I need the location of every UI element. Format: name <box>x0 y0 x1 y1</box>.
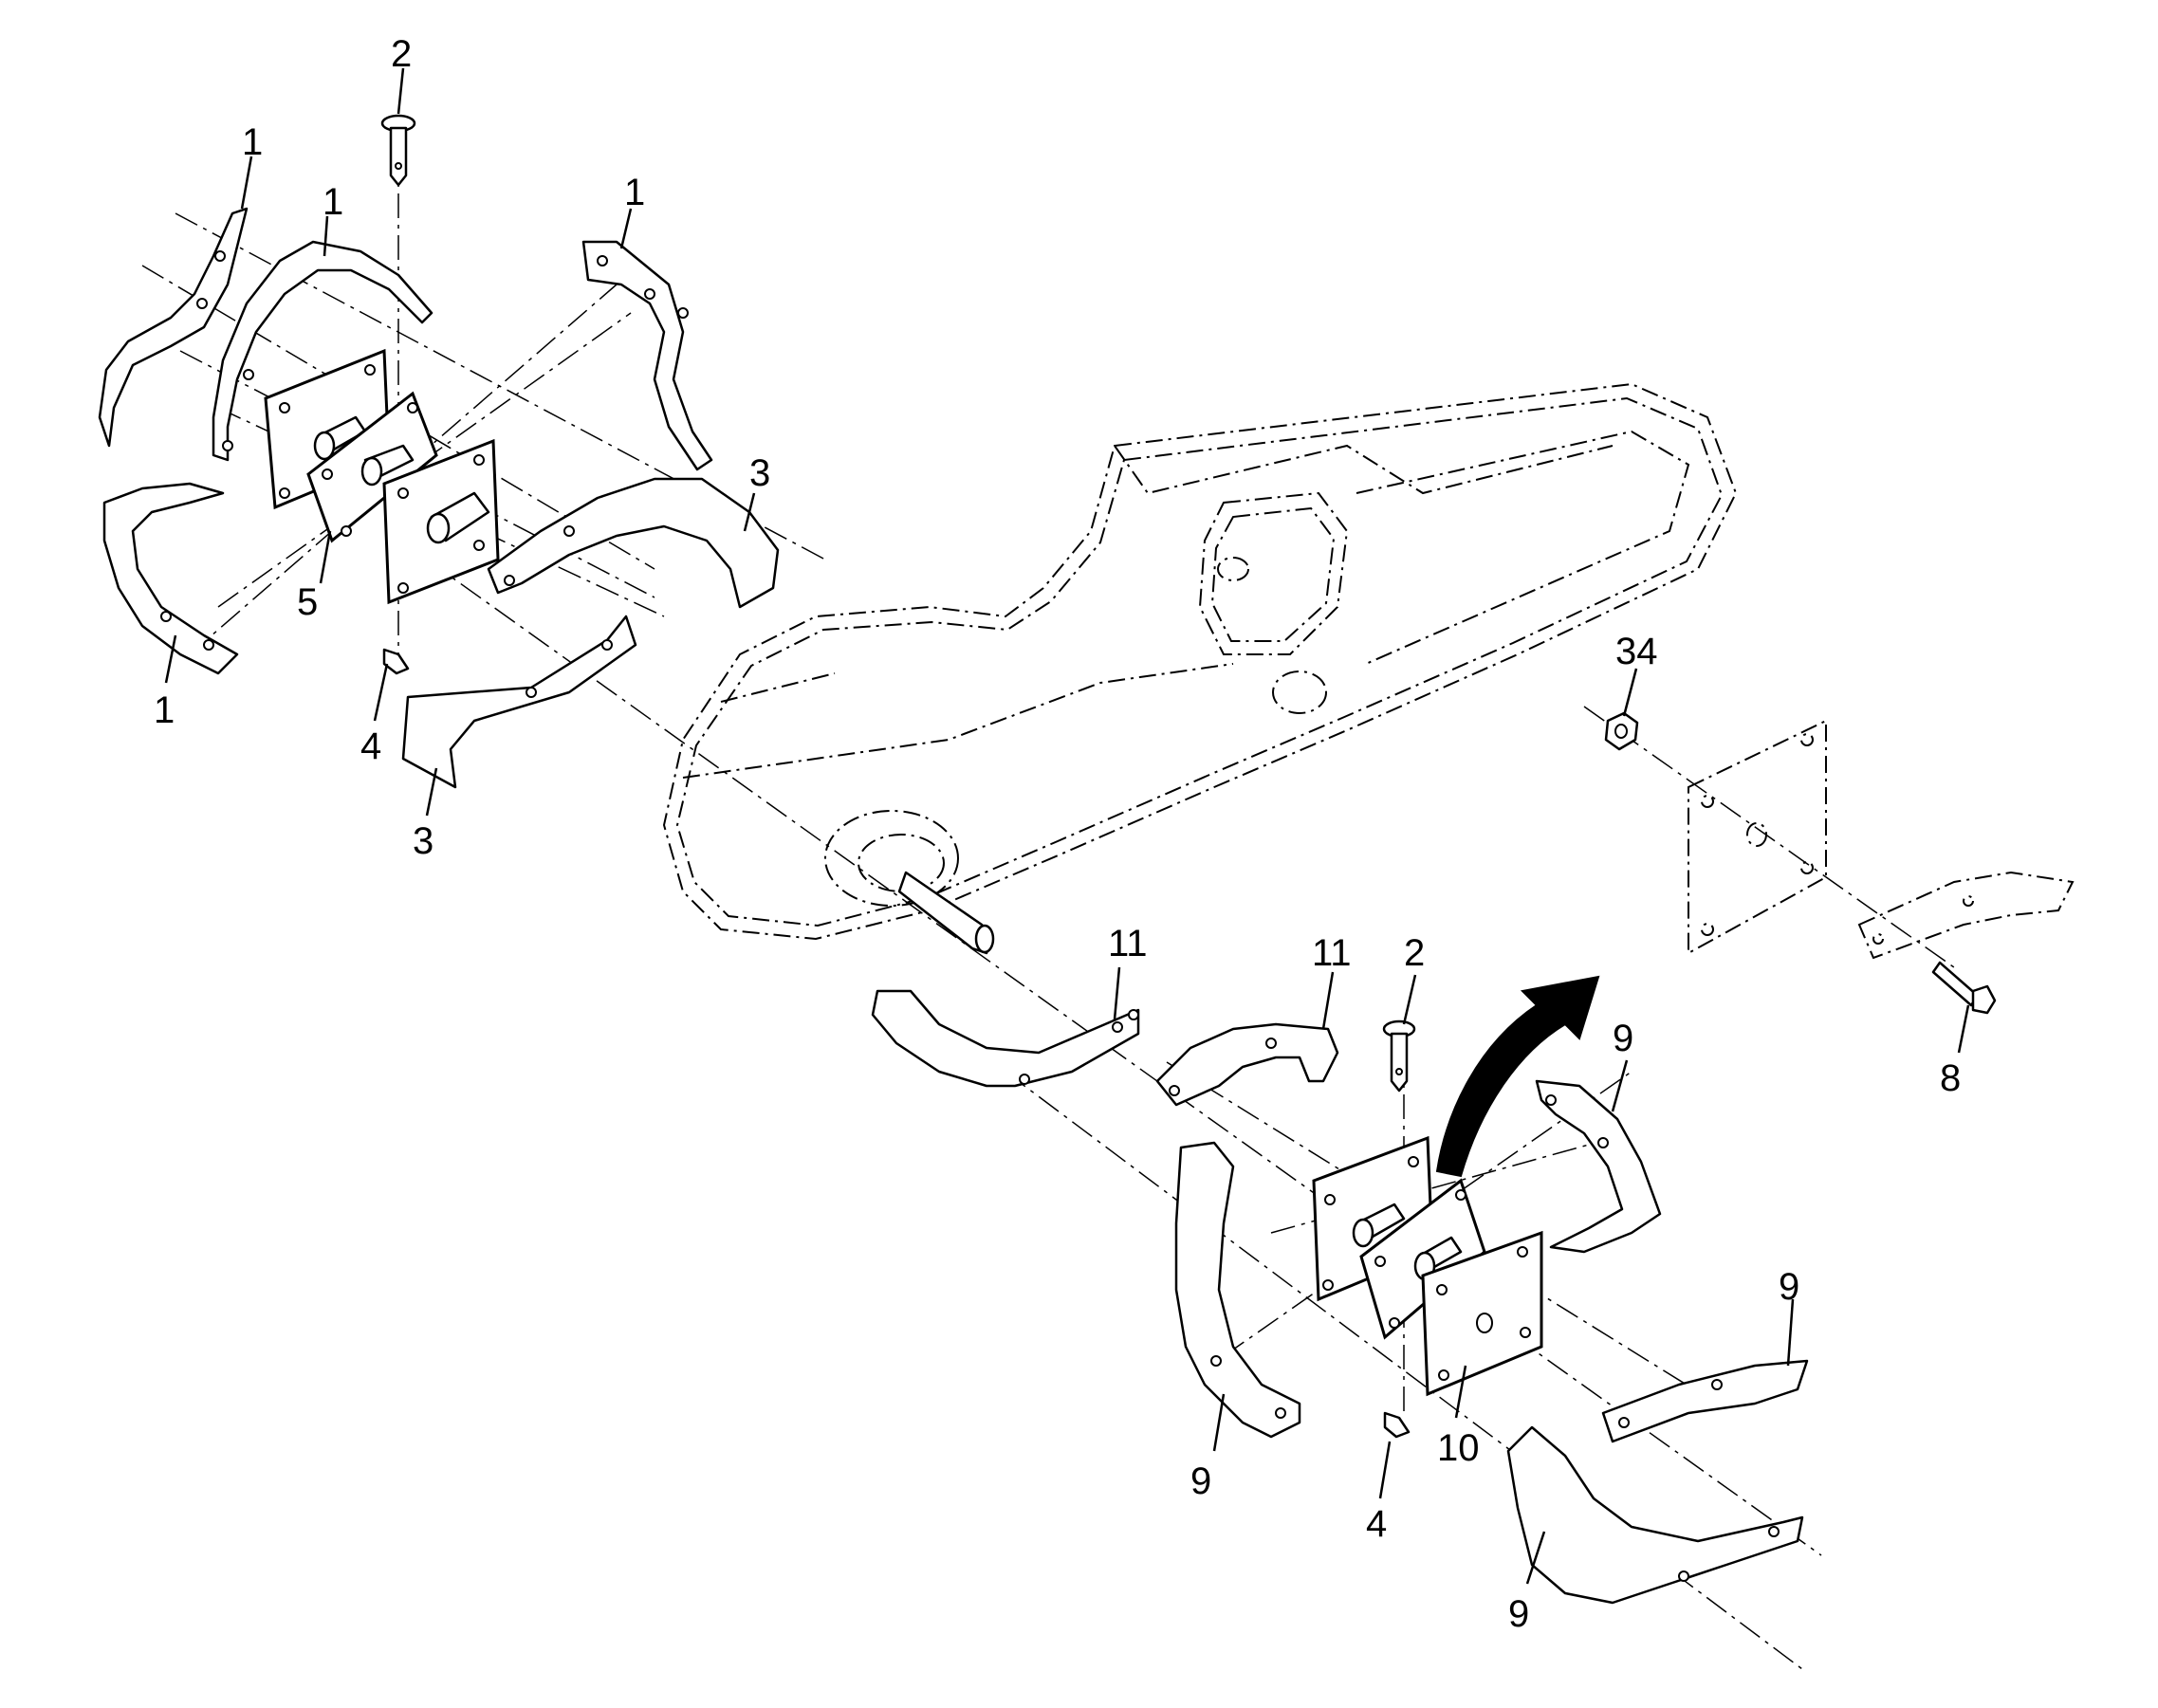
callout-11-left: 11 <box>1108 923 1148 964</box>
callout-1-lower-left: 1 <box>154 689 175 731</box>
tine-1-upper-left <box>98 207 249 448</box>
callout-9-left: 9 <box>1190 1460 1211 1502</box>
tine-11-left <box>871 989 1140 1088</box>
callout-4-right: 4 <box>1366 1503 1387 1545</box>
tine-1-lower-left <box>102 482 239 675</box>
centerlines <box>141 152 1955 1670</box>
tine-3-lower <box>401 615 637 789</box>
callout-8: 8 <box>1940 1057 1961 1099</box>
tine-9-right-lower <box>1506 1425 1804 1605</box>
tine-holder-right-assembly <box>1312 1135 1543 1397</box>
curved-arrow-icon <box>1435 975 1600 1178</box>
callout-11-right: 11 <box>1312 932 1352 974</box>
tine-9-right-upper <box>1535 1079 1662 1254</box>
callout-3-lower: 3 <box>413 820 433 862</box>
callout-labels: 2 1 1 1 3 5 1 4 3 34 11 11 2 9 8 9 9 10 … <box>154 33 1961 1635</box>
clevis-pin-middle <box>1382 1019 1416 1093</box>
callout-1-upper-center: 1 <box>323 181 343 223</box>
nut <box>1604 711 1639 751</box>
callout-4-left: 4 <box>360 725 381 767</box>
callout-3-upper: 3 <box>749 452 770 494</box>
output-shaft <box>897 871 995 955</box>
tine-holder-center <box>306 391 438 543</box>
clevis-pin-top <box>380 114 416 187</box>
callout-10: 10 <box>1437 1427 1480 1469</box>
tine-phantom-right <box>1857 871 2075 960</box>
callout-5: 5 <box>297 581 318 623</box>
gearbox-housing-phantom <box>662 382 1738 941</box>
bolt <box>1931 961 1997 1015</box>
callout-9-upper-right: 9 <box>1613 1018 1633 1059</box>
callout-2-middle: 2 <box>1404 932 1425 974</box>
leader-lines <box>164 67 1970 1585</box>
hair-pin-left <box>382 648 410 675</box>
callout-9-lower: 9 <box>1508 1593 1529 1635</box>
tine-3-upper <box>487 477 780 609</box>
side-plate-phantom <box>1688 719 1827 955</box>
tine-1-upper-center <box>212 240 433 462</box>
callout-1-upper-left: 1 <box>242 121 263 163</box>
tine-9-right-middle <box>1601 1359 1809 1443</box>
callout-2-top: 2 <box>391 33 412 75</box>
callout-1-upper-right: 1 <box>624 172 645 213</box>
tine-holder-right <box>382 438 500 605</box>
hair-pin-right <box>1383 1411 1411 1439</box>
tine-9-left-large <box>1174 1141 1301 1439</box>
callout-9-right-middle: 9 <box>1779 1266 1799 1308</box>
tine-11-right <box>1155 1022 1339 1107</box>
tine-1-upper-right <box>581 240 713 471</box>
callout-34: 34 <box>1615 631 1658 672</box>
